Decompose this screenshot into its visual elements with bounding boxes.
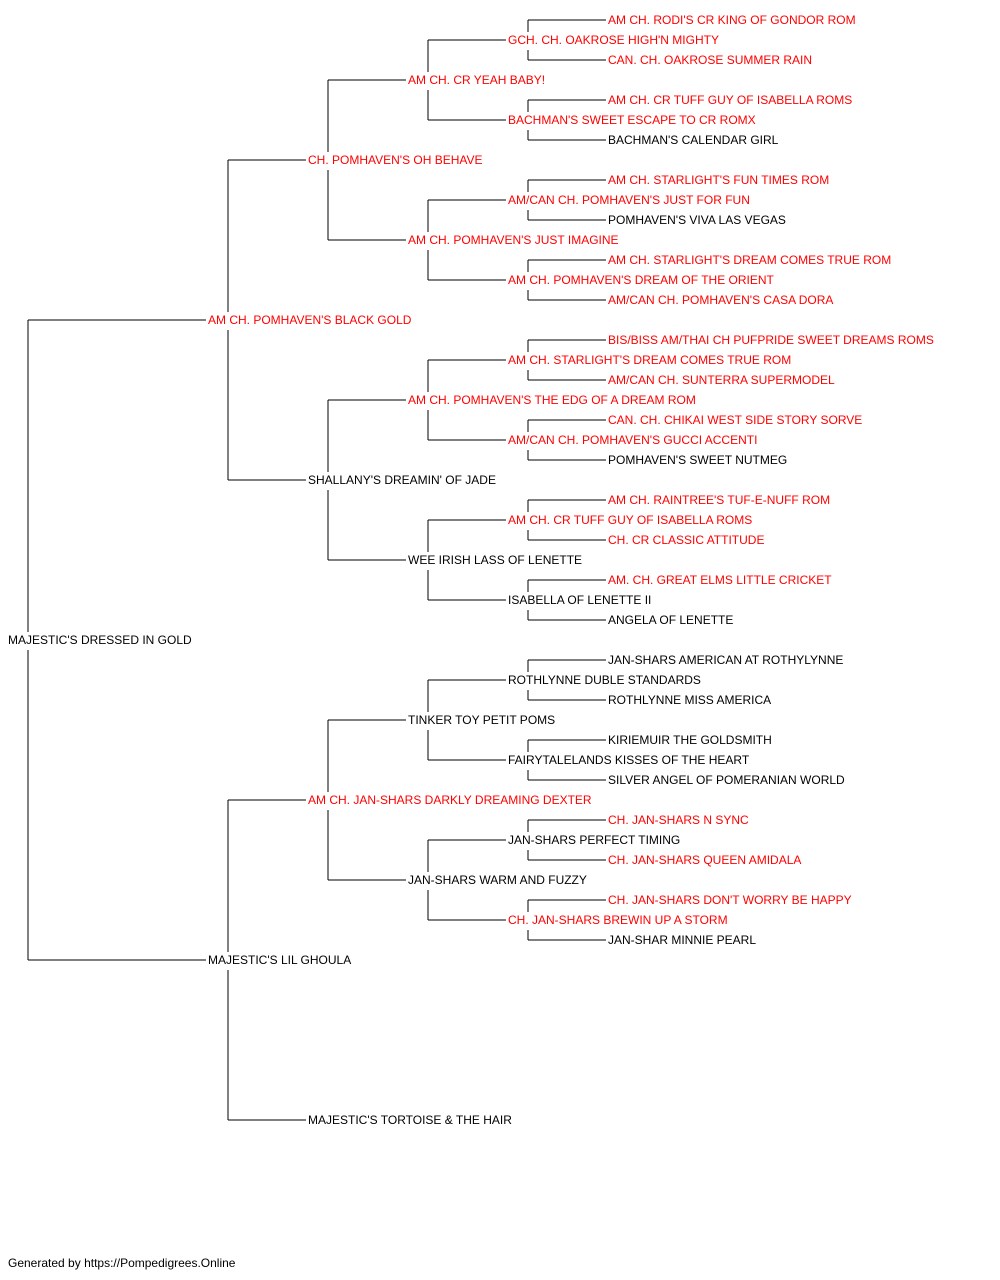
dog-name[interactable]: GCH. CH. OAKROSE HIGH'N MIGHTY: [508, 33, 719, 47]
dog-name[interactable]: SILVER ANGEL OF POMERANIAN WORLD: [608, 773, 845, 787]
dog-name[interactable]: BACHMAN'S CALENDAR GIRL: [608, 133, 779, 147]
footer-prefix: Generated by: [8, 1256, 85, 1270]
dog-name[interactable]: AM CH. CR YEAH BABY!: [408, 73, 545, 87]
dog-name[interactable]: AM. CH. GREAT ELMS LITTLE CRICKET: [608, 573, 832, 587]
dog-name[interactable]: ROTHLYNNE DUBLE STANDARDS: [508, 673, 701, 687]
dog-name[interactable]: AM CH. RODI'S CR KING OF GONDOR ROM: [608, 13, 856, 27]
dog-name[interactable]: AM CH. POMHAVEN'S JUST IMAGINE: [408, 233, 619, 247]
dog-name[interactable]: CAN. CH. CHIKAI WEST SIDE STORY SORVE: [608, 413, 862, 427]
dog-name[interactable]: MAJESTIC'S TORTOISE & THE HAIR: [308, 1113, 512, 1127]
dog-name[interactable]: AM CH. POMHAVEN'S BLACK GOLD: [208, 313, 412, 327]
dog-name[interactable]: BIS/BISS AM/THAI CH PUFPRIDE SWEET DREAM…: [608, 333, 934, 347]
dog-name[interactable]: AM CH. STARLIGHT'S DREAM COMES TRUE ROM: [608, 253, 891, 267]
dog-name[interactable]: CH. JAN-SHARS N SYNC: [608, 813, 749, 827]
dog-name[interactable]: TINKER TOY PETIT POMS: [408, 713, 555, 727]
dog-name[interactable]: AM/CAN CH. POMHAVEN'S JUST FOR FUN: [508, 193, 750, 207]
dog-name[interactable]: POMHAVEN'S VIVA LAS VEGAS: [608, 213, 786, 227]
dog-name[interactable]: JAN-SHAR MINNIE PEARL: [608, 933, 756, 947]
dog-name[interactable]: AM CH. STARLIGHT'S FUN TIMES ROM: [608, 173, 829, 187]
dog-name[interactable]: CAN. CH. OAKROSE SUMMER RAIN: [608, 53, 812, 67]
dog-name[interactable]: BACHMAN'S SWEET ESCAPE TO CR ROMX: [508, 113, 756, 127]
dog-name[interactable]: JAN-SHARS PERFECT TIMING: [508, 833, 680, 847]
dog-name[interactable]: ROTHLYNNE MISS AMERICA: [608, 693, 771, 707]
dog-name[interactable]: CH. JAN-SHARS QUEEN AMIDALA: [608, 853, 801, 867]
dog-name[interactable]: CH. CR CLASSIC ATTITUDE: [608, 533, 764, 547]
dog-name[interactable]: AM/CAN CH. SUNTERRA SUPERMODEL: [608, 373, 835, 387]
dog-name[interactable]: AM CH. POMHAVEN'S THE EDG OF A DREAM ROM: [408, 393, 696, 407]
pedigree-tree: MAJESTIC'S DRESSED IN GOLD AM CH. POMHAVE…: [8, 13, 934, 1127]
dog-name[interactable]: FAIRYTALELANDS KISSES OF THE HEART: [508, 753, 750, 767]
dog-name[interactable]: AM CH. POMHAVEN'S DREAM OF THE ORIENT: [508, 273, 775, 287]
dog-name[interactable]: CH. JAN-SHARS BREWIN UP A STORM: [508, 913, 728, 927]
footer: Generated by https://Pompedigrees.Online: [8, 1256, 235, 1270]
dog-name[interactable]: AM CH. STARLIGHT'S DREAM COMES TRUE ROM: [508, 353, 791, 367]
dog-name[interactable]: ISABELLA OF LENETTE II: [508, 593, 651, 607]
dog-name[interactable]: JAN-SHARS WARM AND FUZZY: [408, 873, 587, 887]
dog-name[interactable]: MAJESTIC'S DRESSED IN GOLD: [8, 633, 192, 647]
dog-name[interactable]: SHALLANY'S DREAMIN' OF JADE: [308, 473, 496, 487]
dog-name[interactable]: CH. JAN-SHARS DON'T WORRY BE HAPPY: [608, 893, 852, 907]
dog-name[interactable]: AM CH. CR TUFF GUY OF ISABELLA ROMS: [608, 93, 852, 107]
dog-name[interactable]: AM CH. CR TUFF GUY OF ISABELLA ROMS: [508, 513, 752, 527]
dog-name[interactable]: MAJESTIC'S LIL GHOULA: [208, 953, 351, 967]
dog-name[interactable]: POMHAVEN'S SWEET NUTMEG: [608, 453, 787, 467]
footer-link[interactable]: https://Pompedigrees.Online: [84, 1256, 236, 1270]
dog-name[interactable]: AM/CAN CH. POMHAVEN'S GUCCI ACCENTI: [508, 433, 757, 447]
dog-name[interactable]: WEE IRISH LASS OF LENETTE: [408, 553, 582, 567]
dog-name[interactable]: AM CH. JAN-SHARS DARKLY DREAMING DEXTER: [308, 793, 592, 807]
dog-name[interactable]: AM/CAN CH. POMHAVEN'S CASA DORA: [608, 293, 833, 307]
dog-name[interactable]: KIRIEMUIR THE GOLDSMITH: [608, 733, 772, 747]
dog-name[interactable]: JAN-SHARS AMERICAN AT ROTHYLYNNE: [608, 653, 843, 667]
dog-name[interactable]: AM CH. RAINTREE'S TUF-E-NUFF ROM: [608, 493, 830, 507]
dog-name[interactable]: CH. POMHAVEN'S OH BEHAVE: [308, 153, 483, 167]
dog-name[interactable]: ANGELA OF LENETTE: [608, 613, 733, 627]
